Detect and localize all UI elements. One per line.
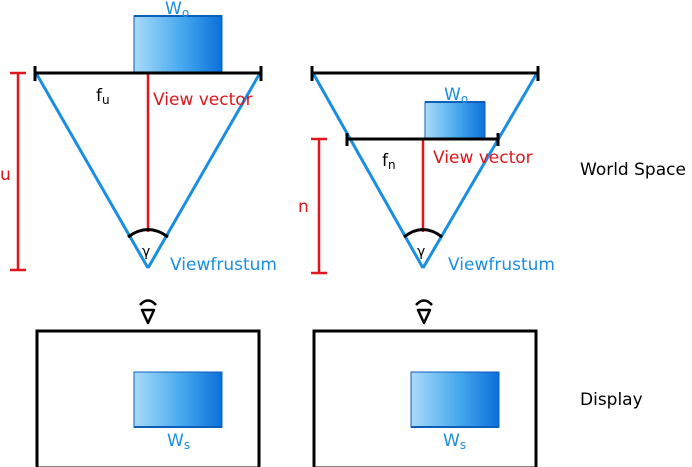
- right-view-vector-label: View vector: [433, 148, 533, 168]
- left-f-u-label: fu: [96, 86, 110, 107]
- left-viewfrustum-label: Viewfrustum: [170, 255, 277, 275]
- right-n-label: n: [298, 197, 309, 217]
- left-gamma-label: γ: [142, 244, 150, 260]
- right-display-object-label: Ws: [443, 431, 466, 452]
- right-world-object: [424, 101, 486, 140]
- right-gamma-label: γ: [417, 244, 425, 260]
- left-display-object: [133, 371, 223, 428]
- right-viewfrustum-label: Viewfrustum: [448, 255, 555, 275]
- left-world-object: [133, 15, 223, 74]
- right-gamma-arc: [403, 228, 443, 239]
- right-frustum-side-left: [311, 72, 425, 269]
- right-f-n-label: fn: [382, 151, 396, 172]
- right-object-label: Wo: [444, 85, 468, 106]
- right-eye-icon: [415, 299, 433, 325]
- left-view-vector-label: View vector: [153, 90, 253, 110]
- right-frustum-panel: Wo γ fn View vector Viewfrustum n Ws: [298, 66, 555, 467]
- right-display-frame: [312, 329, 538, 467]
- right-display-object: [410, 371, 500, 428]
- left-frustum-side-left: [34, 72, 150, 269]
- left-eye-icon: [139, 299, 157, 325]
- left-display-frame: [35, 329, 261, 467]
- world-space-caption: World Space: [580, 160, 686, 180]
- left-u-label: u: [0, 165, 11, 185]
- left-display-object-label: Ws: [167, 431, 190, 452]
- left-object-label: Wo: [165, 0, 189, 20]
- display-caption: Display: [580, 390, 643, 410]
- left-gamma-arc: [127, 228, 169, 239]
- left-frustum-panel: Wo γ fu View vector Viewfrustum u Ws: [0, 0, 277, 467]
